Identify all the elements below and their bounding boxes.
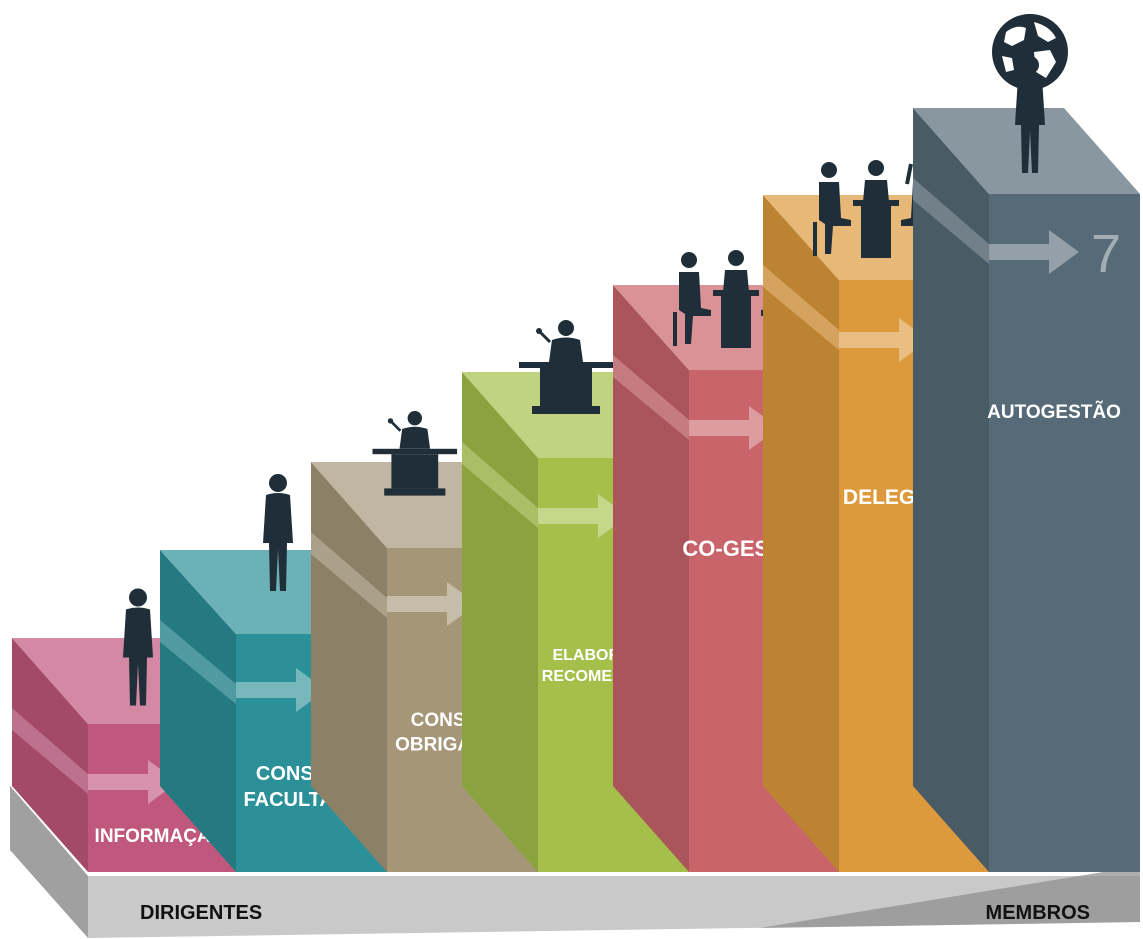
step-arrow-icon bbox=[387, 582, 477, 626]
step-1: 1INFORMAÇÃO bbox=[12, 588, 236, 872]
steps-group: 1INFORMAÇÃO2CONSULTAFACULTATIVA3CONSULTA… bbox=[12, 14, 1140, 872]
step-side-face bbox=[462, 372, 538, 872]
step-arrow-icon bbox=[839, 318, 929, 362]
step-arrow-icon bbox=[689, 406, 779, 450]
step-number: 7 bbox=[1091, 224, 1121, 284]
step-arrow-icon bbox=[88, 760, 178, 804]
step-side-stripe bbox=[913, 178, 989, 264]
step-front-face bbox=[989, 194, 1140, 872]
step-side-face bbox=[763, 195, 839, 872]
base-left-label: DIRIGENTES bbox=[140, 902, 262, 924]
step-side-stripe bbox=[311, 532, 387, 618]
step-side-stripe bbox=[613, 355, 689, 440]
step-arrow-icon bbox=[989, 230, 1079, 274]
step-label: INFORMAÇÃO bbox=[95, 825, 226, 847]
step-side-face bbox=[160, 550, 236, 872]
step-side-stripe bbox=[763, 265, 839, 350]
base-platform: DIRIGENTES MEMBROS bbox=[10, 786, 1140, 938]
step-side-stripe bbox=[160, 620, 236, 704]
step-side-face bbox=[613, 285, 689, 872]
step-arrow-icon bbox=[538, 494, 628, 538]
base-right-label: MEMBROS bbox=[986, 902, 1090, 924]
step-side-stripe bbox=[462, 442, 538, 528]
base-top-shade bbox=[760, 866, 1140, 928]
step-side-face bbox=[913, 108, 989, 872]
step-label: AUTOGESTÃO bbox=[987, 401, 1121, 423]
step-side-stripe bbox=[12, 708, 88, 794]
step-arrow-icon bbox=[236, 668, 326, 712]
base-left-side bbox=[10, 786, 88, 938]
